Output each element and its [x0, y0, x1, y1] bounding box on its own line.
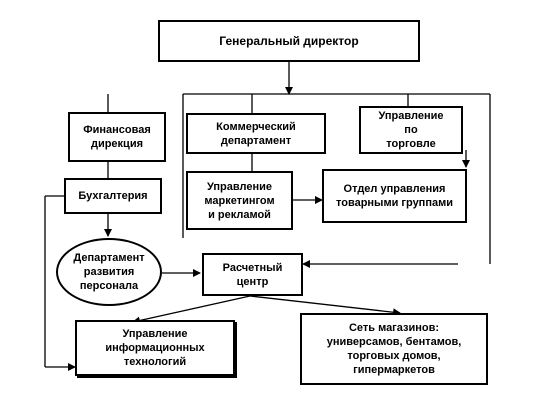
ceo-box: Генеральный директор — [158, 20, 420, 62]
settlement-box: Расчетный центр — [202, 253, 303, 296]
hr-ellipse: Департамент развития персонала — [56, 238, 162, 306]
trade-box: Управление по торговле — [359, 106, 463, 154]
marketing-box: Управление маркетингом и рекламой — [186, 171, 293, 230]
finance-box: Финансовая дирекция — [68, 112, 166, 162]
commercial-box: Коммерческий департамент — [186, 113, 326, 154]
it-box: Управление информационных технологий — [75, 320, 235, 376]
settlement-it-arrow — [132, 295, 251, 325]
category-box: Отдел управления товарными группами — [322, 169, 467, 223]
stores-box: Сеть магазинов: универсамов, бентамов, т… — [300, 313, 488, 385]
settlement-stores-arrow — [249, 295, 401, 317]
accounting-box: Бухгалтерия — [64, 178, 162, 214]
